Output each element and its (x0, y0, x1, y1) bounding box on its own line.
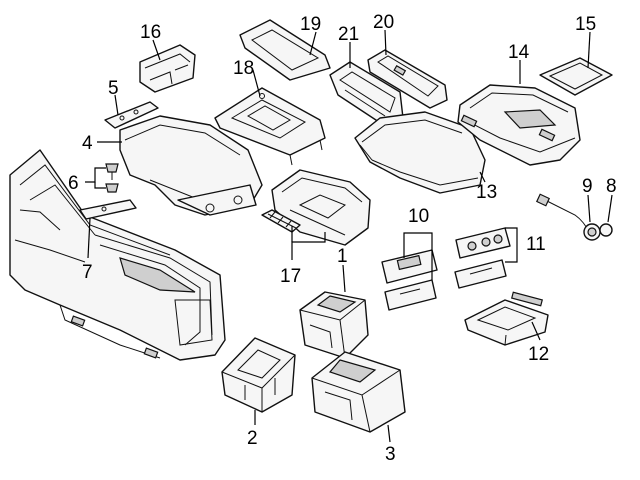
part-9-socket (535, 193, 601, 241)
callout-8: 8 (606, 176, 617, 197)
callout-labels: 16 19 20 21 15 14 18 5 4 6 7 17 13 10 11… (68, 12, 617, 465)
callout-21: 21 (338, 24, 359, 45)
part-2-box (221, 337, 296, 413)
part-12-cup-holder (464, 291, 549, 346)
callout-15: 15 (575, 14, 596, 35)
callout-13: 13 (476, 182, 497, 203)
part-4-armrest (119, 115, 263, 216)
callout-17: 17 (280, 266, 301, 287)
part-18-tray (214, 87, 326, 166)
callout-6: 6 (68, 173, 79, 194)
callout-3: 3 (385, 444, 396, 465)
part-13-armrest (354, 111, 486, 194)
callout-7: 7 (82, 262, 93, 283)
callout-11: 11 (526, 234, 546, 255)
part-20-tray (367, 49, 448, 109)
callout-4: 4 (82, 133, 93, 154)
part-16-bracket (139, 44, 196, 93)
part-19-tray (239, 19, 331, 81)
part-3-box (311, 351, 406, 433)
callout-14: 14 (508, 42, 530, 63)
callout-2: 2 (247, 428, 258, 449)
part-15-cover (539, 57, 613, 96)
part-8-cap (599, 223, 613, 237)
callout-1: 1 (337, 246, 348, 267)
part-10-panels (381, 249, 438, 311)
part-5-bracket (104, 101, 159, 129)
callout-20: 20 (373, 12, 394, 33)
part-7-trim-plate (79, 199, 137, 220)
callout-16: 16 (140, 22, 161, 43)
leader-lines (85, 29, 613, 443)
callout-18: 18 (233, 58, 254, 79)
callout-10: 10 (408, 206, 429, 227)
part-17-bracket (261, 169, 371, 246)
callout-5: 5 (108, 78, 119, 99)
callout-12: 12 (528, 344, 549, 365)
callout-19: 19 (300, 14, 321, 35)
part-6-screws (105, 163, 119, 193)
part-11-panels (454, 227, 511, 289)
callout-9: 9 (582, 176, 593, 197)
part-14-armrest (457, 84, 581, 166)
part-1-box (299, 291, 369, 359)
